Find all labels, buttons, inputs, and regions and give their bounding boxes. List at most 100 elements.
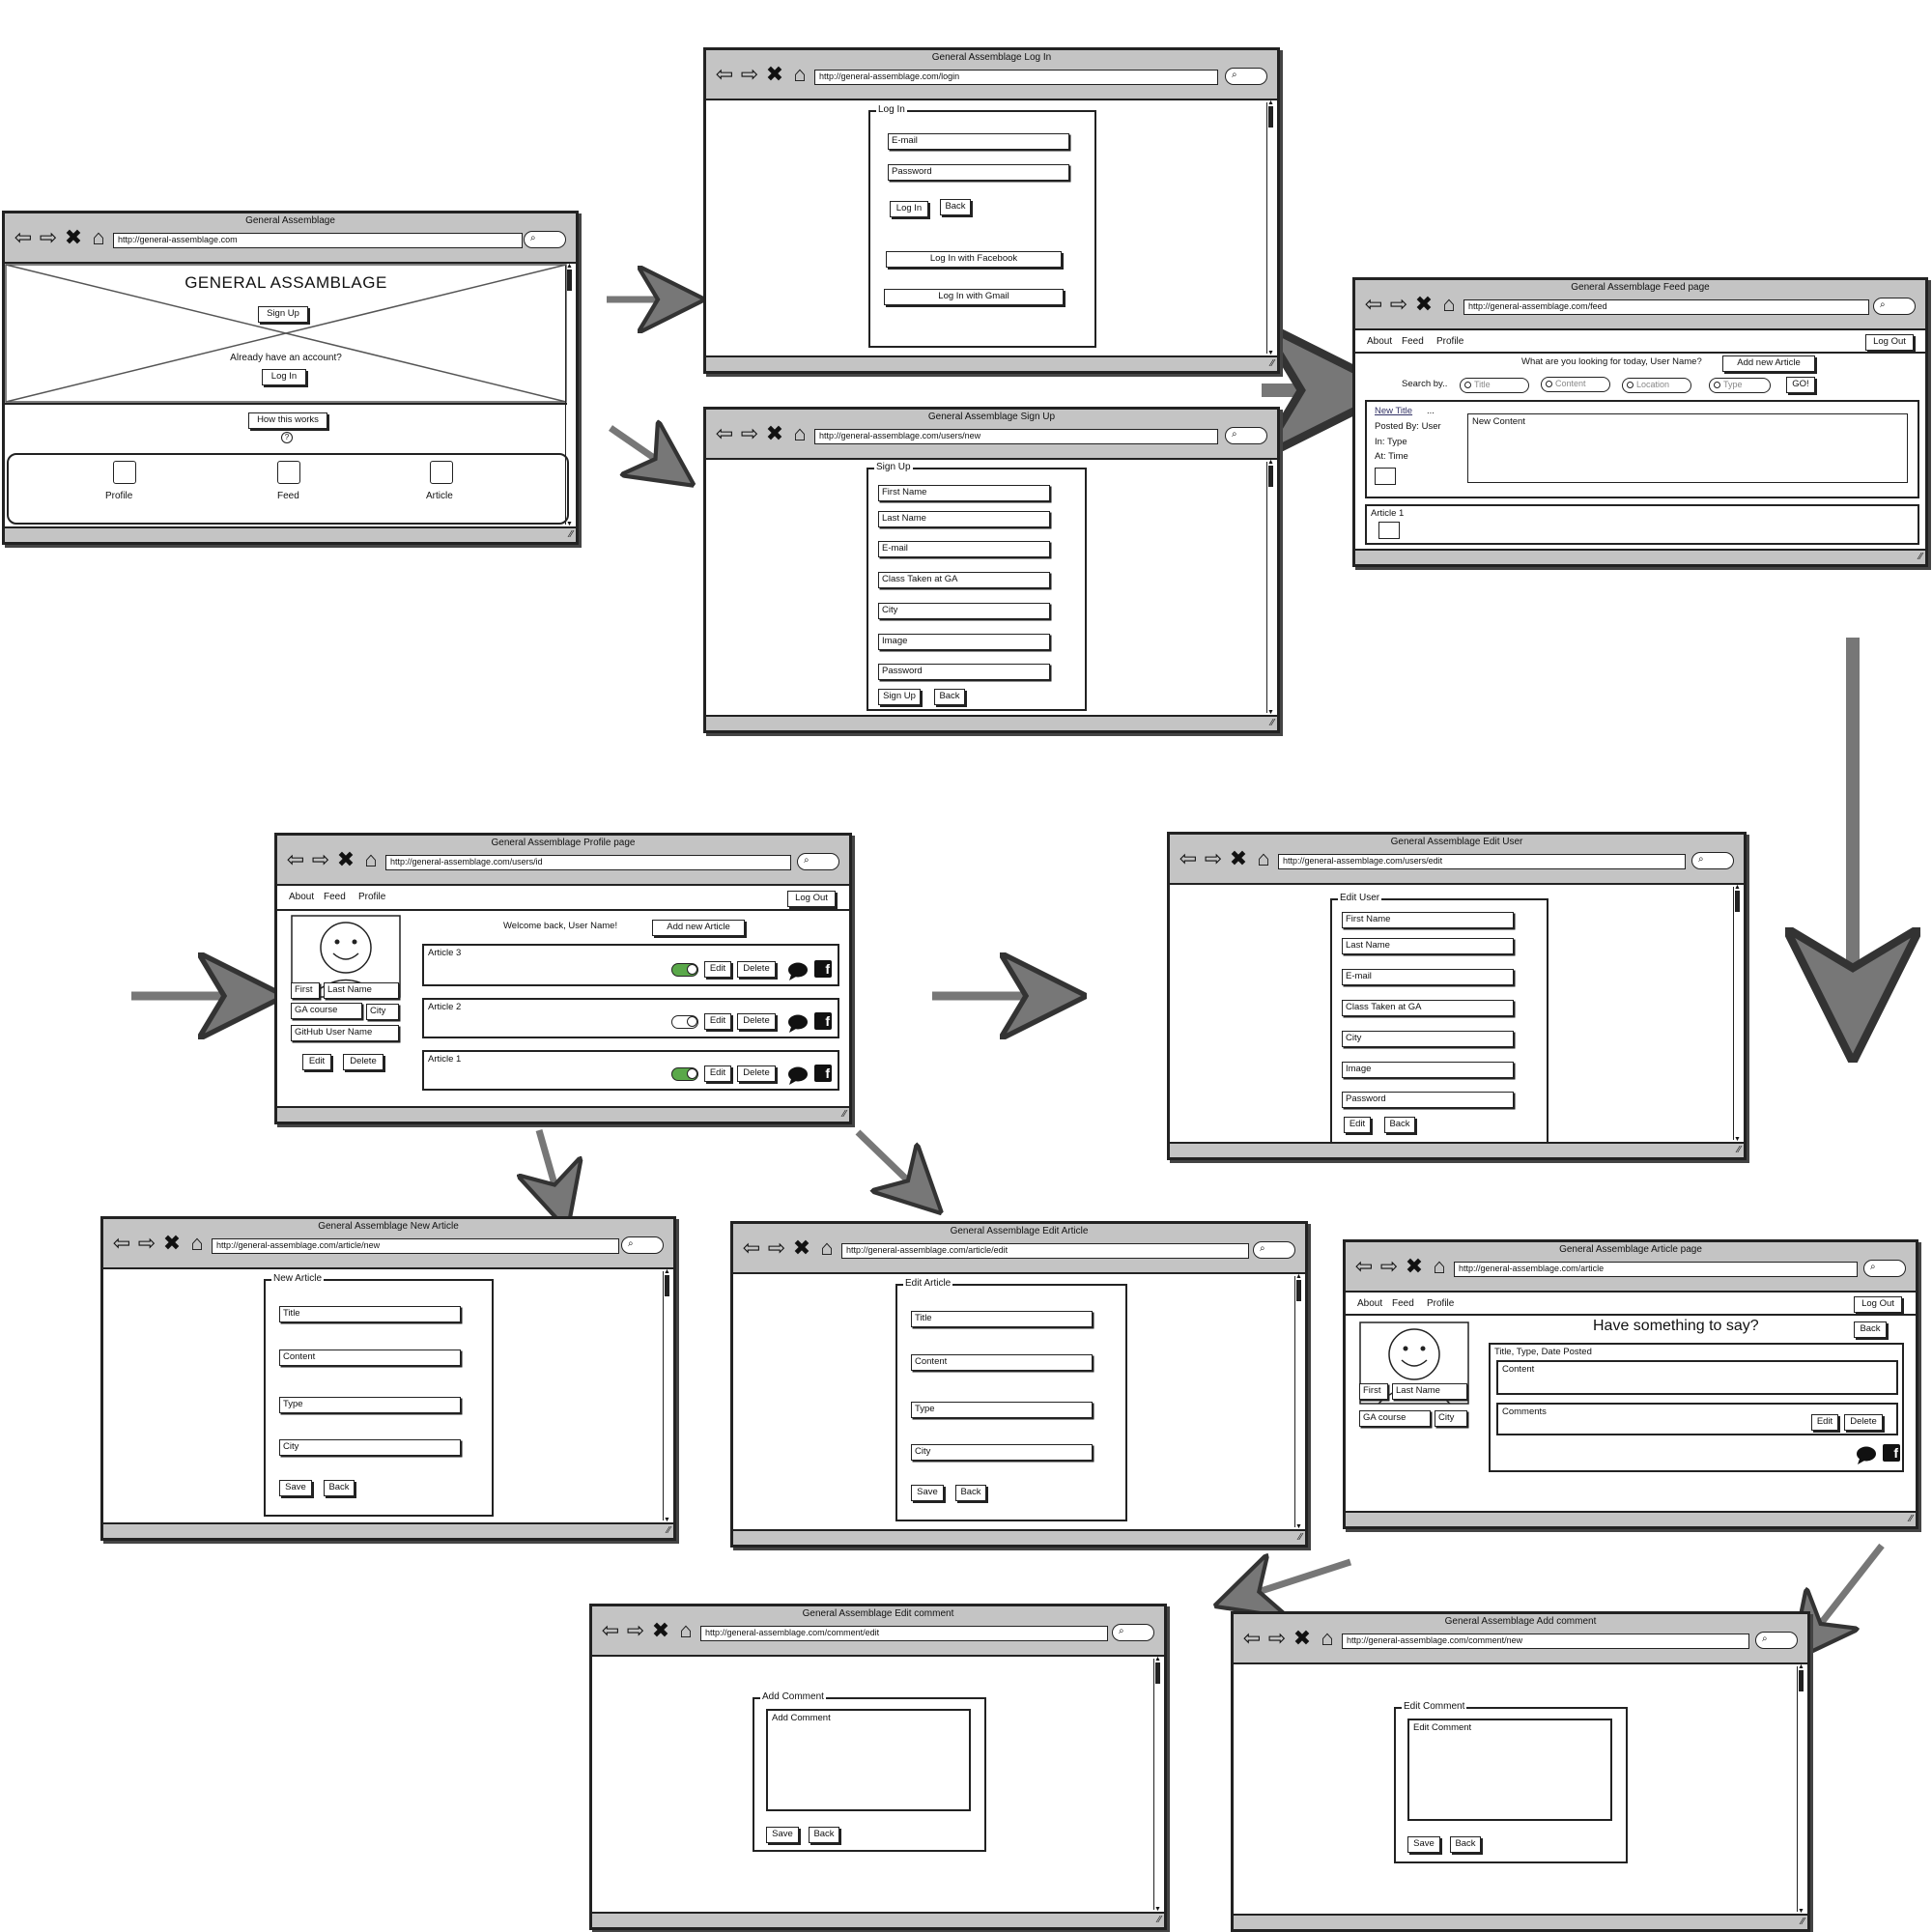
save-button[interactable]: Save — [279, 1480, 312, 1496]
url-bar[interactable]: http://general-assemblage.com/users/new — [814, 429, 1218, 444]
stop-icon[interactable]: ✖ — [1293, 1626, 1312, 1650]
comment-icon[interactable] — [787, 961, 809, 980]
url-bar[interactable]: http://general-assemblage.com/article/ed… — [841, 1243, 1249, 1259]
save-button[interactable]: Save — [1407, 1836, 1440, 1853]
type-field[interactable]: Type — [911, 1402, 1093, 1418]
article-1-title[interactable]: Article 1 — [1371, 508, 1405, 519]
article-title[interactable]: Article 3 — [428, 948, 462, 958]
back-button[interactable]: Back — [1450, 1836, 1481, 1853]
search-icon[interactable]: ⌕ — [797, 853, 839, 870]
home-icon[interactable]: ⌂ — [793, 421, 807, 445]
forward-arrow-icon[interactable]: ⇨ — [1204, 846, 1223, 870]
article-title[interactable]: Article 1 — [428, 1054, 462, 1065]
forward-arrow-icon[interactable]: ⇨ — [740, 421, 759, 445]
search-icon[interactable]: ⌕ — [1863, 1260, 1906, 1277]
vertical-scrollbar[interactable]: ▲▼ — [1266, 460, 1274, 715]
logout-button[interactable]: Log Out — [1865, 334, 1914, 351]
nav-feed[interactable]: Feed — [1392, 1298, 1414, 1309]
resize-grip-icon[interactable]: ⁄⁄ — [1918, 552, 1922, 562]
forward-arrow-icon[interactable]: ⇨ — [311, 847, 330, 871]
class-taken-field[interactable]: Class Taken at GA — [878, 572, 1050, 588]
facebook-icon[interactable]: f — [814, 960, 832, 978]
back-arrow-icon[interactable]: ⇦ — [112, 1231, 131, 1255]
last-name-field[interactable]: Last Name — [1342, 938, 1514, 954]
home-icon[interactable]: ⌂ — [1321, 1626, 1334, 1650]
last-name-field[interactable]: Last Name — [878, 511, 1050, 527]
resize-grip-icon[interactable]: ⁄⁄ — [569, 529, 573, 540]
first-name-field[interactable]: First — [291, 982, 320, 999]
email-field[interactable]: E-mail — [888, 133, 1069, 150]
delete-article-button[interactable]: Delete — [737, 1013, 776, 1030]
title-field[interactable]: Title — [279, 1306, 461, 1322]
home-icon[interactable]: ⌂ — [364, 847, 378, 871]
search-icon[interactable]: ⌕ — [1112, 1624, 1154, 1641]
comment-icon[interactable] — [1856, 1445, 1877, 1464]
home-icon[interactable]: ⌂ — [793, 62, 807, 86]
filter-type[interactable]: Type — [1709, 378, 1771, 393]
login-button[interactable]: Log In — [890, 201, 928, 217]
content-field[interactable]: Content — [911, 1354, 1093, 1371]
vertical-scrollbar[interactable]: ▲▼ — [565, 264, 573, 526]
publish-toggle[interactable] — [671, 1015, 698, 1029]
resize-grip-icon[interactable]: ⁄⁄ — [842, 1109, 846, 1120]
stop-icon[interactable]: ✖ — [162, 1231, 182, 1255]
city-field[interactable]: City — [911, 1444, 1093, 1461]
facebook-icon[interactable]: f — [814, 1012, 832, 1030]
forward-arrow-icon[interactable]: ⇨ — [767, 1236, 786, 1260]
vertical-scrollbar[interactable]: ▲▼ — [663, 1269, 670, 1522]
how-it-works-button[interactable]: How this works — [248, 412, 327, 429]
stop-icon[interactable]: ✖ — [792, 1236, 811, 1260]
first-name-field[interactable]: First Name — [878, 485, 1050, 501]
search-icon[interactable]: ⌕ — [1225, 427, 1267, 444]
search-icon[interactable]: ⌕ — [1253, 1241, 1295, 1259]
url-bar[interactable]: http://general-assemblage.com/article/ne… — [212, 1238, 619, 1254]
home-icon[interactable]: ⌂ — [820, 1236, 834, 1260]
nav-profile[interactable]: Profile — [1436, 336, 1464, 347]
item-title-link[interactable]: New Title — [1375, 406, 1413, 416]
vertical-scrollbar[interactable]: ▲▼ — [1266, 100, 1274, 355]
url-bar[interactable]: http://general-assemblage.com/comment/ne… — [1342, 1634, 1749, 1649]
vertical-scrollbar[interactable]: ▲▼ — [1733, 885, 1741, 1142]
github-field[interactable]: GitHub User Name — [291, 1025, 399, 1041]
resize-grip-icon[interactable]: ⁄⁄ — [1298, 1532, 1302, 1543]
back-arrow-icon[interactable]: ⇦ — [1179, 846, 1198, 870]
password-field[interactable]: Password — [1342, 1092, 1514, 1108]
search-icon[interactable]: ⌕ — [1873, 298, 1916, 315]
back-button[interactable]: Back — [1854, 1321, 1887, 1338]
logout-button[interactable]: Log Out — [1854, 1296, 1902, 1313]
url-bar[interactable]: http://general-assemblage.com/comment/ed… — [700, 1626, 1108, 1641]
publish-toggle[interactable] — [671, 963, 698, 977]
back-arrow-icon[interactable]: ⇦ — [286, 847, 305, 871]
back-arrow-icon[interactable]: ⇦ — [14, 225, 33, 249]
forward-arrow-icon[interactable]: ⇨ — [1389, 292, 1408, 316]
help-icon[interactable]: ? — [281, 432, 293, 443]
login-facebook-button[interactable]: Log In with Facebook — [886, 251, 1062, 268]
url-bar[interactable]: http://general-assemblage.com/login — [814, 70, 1218, 85]
class-taken-field[interactable]: Class Taken at GA — [1342, 1000, 1514, 1016]
publish-toggle[interactable] — [671, 1067, 698, 1081]
filter-title[interactable]: Title — [1460, 378, 1529, 393]
city-field[interactable]: City — [878, 603, 1050, 619]
article-title[interactable]: Article 2 — [428, 1002, 462, 1012]
go-button[interactable]: GO! — [1786, 377, 1815, 393]
back-arrow-icon[interactable]: ⇦ — [1364, 292, 1383, 316]
edit-article-button[interactable]: Edit — [704, 1065, 731, 1082]
forward-arrow-icon[interactable]: ⇨ — [626, 1618, 645, 1642]
resize-grip-icon[interactable]: ⁄⁄ — [1157, 1915, 1161, 1925]
resize-grip-icon[interactable]: ⁄⁄ — [1270, 718, 1274, 728]
delete-profile-button[interactable]: Delete — [343, 1054, 384, 1070]
resize-grip-icon[interactable]: ⁄⁄ — [1801, 1917, 1804, 1927]
stop-icon[interactable]: ✖ — [1229, 846, 1248, 870]
content-field[interactable]: Content — [279, 1350, 461, 1366]
nav-profile[interactable]: Profile — [1427, 1298, 1455, 1309]
image-field[interactable]: Image — [1342, 1062, 1514, 1078]
back-button[interactable]: Back — [940, 199, 971, 215]
search-icon[interactable]: ⌕ — [1755, 1632, 1798, 1649]
url-bar[interactable]: http://general-assemblage.com/feed — [1463, 299, 1869, 315]
edit-article-button[interactable]: Edit — [704, 1013, 731, 1030]
home-icon[interactable]: ⌂ — [1433, 1254, 1446, 1278]
back-button[interactable]: Back — [934, 689, 965, 705]
login-gmail-button[interactable]: Log In with Gmail — [884, 289, 1064, 305]
email-field[interactable]: E-mail — [1342, 969, 1514, 985]
facebook-icon[interactable]: f — [1883, 1444, 1900, 1462]
